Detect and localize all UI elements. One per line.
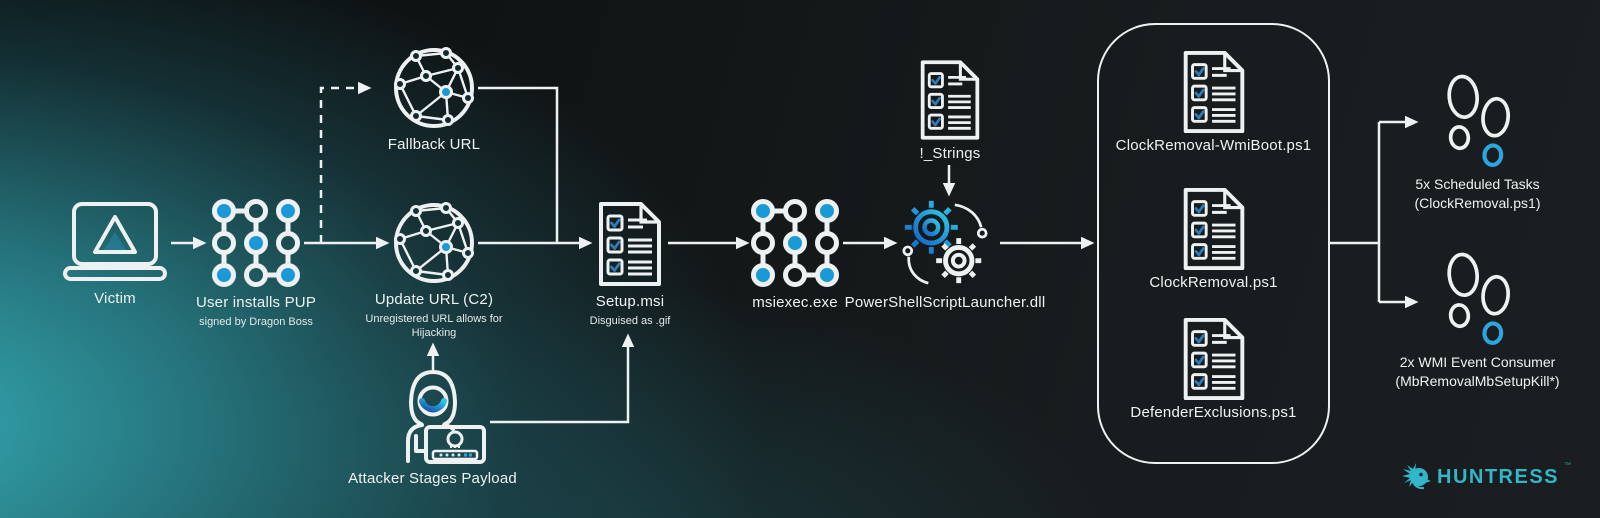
pup-label: User installs PUP	[195, 294, 317, 311]
document-checklist-icon	[1183, 187, 1244, 271]
laptop-warning-icon	[63, 202, 167, 281]
node-wmi-consumer: 2x WMI Event Consumer (MbRemovalMbSetupK…	[1385, 248, 1570, 390]
node-strings: !_Strings	[880, 58, 1020, 163]
globe-network-icon	[394, 202, 474, 283]
scheduled-tasks-label: 5x Scheduled Tasks	[1415, 176, 1540, 192]
gears-icon	[902, 200, 988, 285]
huntress-bird-icon	[1402, 463, 1431, 490]
script-label: DefenderExclusions.ps1	[1130, 404, 1297, 421]
scheduled-tasks-sublabel: (ClockRemoval.ps1)	[1414, 195, 1541, 212]
node-pup: User installs PUP signed by Dragon Boss	[176, 198, 336, 329]
update-url-label: Update URL (C2)	[374, 291, 494, 308]
node-msiexec: msiexec.exe	[715, 198, 875, 312]
document-checklist-icon	[1183, 317, 1244, 401]
script-item: ClockRemoval.ps1	[1099, 187, 1328, 292]
huntress-logo: HUNTRESS ™	[1400, 460, 1571, 494]
script-label: ClockRemoval-WmiBoot.ps1	[1115, 137, 1312, 154]
node-update-url: Update URL (C2) Unregistered URL allows …	[349, 201, 519, 341]
victim-label: Victim	[94, 290, 136, 307]
document-checklist-icon	[599, 202, 661, 286]
node-victim: Victim	[35, 202, 195, 308]
footprints-icon	[1446, 74, 1510, 167]
huntress-logo-text: HUNTRESS	[1437, 465, 1560, 488]
node-fallback-url: Fallback URL	[354, 46, 514, 154]
node-launcher: PowerShellScriptLauncher.dll	[845, 196, 1045, 312]
pup-sublabel: signed by Dragon Boss	[199, 316, 313, 328]
script-item: DefenderExclusions.ps1	[1099, 317, 1328, 422]
footprints-icon	[1446, 252, 1510, 345]
globe-network-icon	[394, 47, 474, 128]
setup-msi-label: Setup.msi	[595, 293, 665, 310]
wmi-consumer-sublabel: (MbRemovalMbSetupKill*)	[1395, 373, 1560, 390]
document-checklist-icon	[1183, 50, 1244, 134]
node-scheduled-tasks: 5x Scheduled Tasks (ClockRemoval.ps1)	[1390, 70, 1565, 212]
attacker-label: Attacker Stages Payload	[348, 470, 517, 487]
strings-label: !_Strings	[919, 145, 981, 162]
circuit-path-icon	[751, 199, 839, 287]
node-attacker: Attacker Stages Payload	[348, 368, 517, 488]
node-setup-msi: Setup.msi Disguised as .gif	[550, 201, 710, 328]
scripts-container-box: ClockRemoval-WmiBoot.ps1 ClockRemoval.ps…	[1097, 23, 1330, 464]
msiexec-label: msiexec.exe	[752, 294, 838, 311]
script-item: ClockRemoval-WmiBoot.ps1	[1099, 50, 1328, 155]
fallback-url-label: Fallback URL	[387, 136, 481, 153]
document-checklist-icon	[920, 60, 980, 140]
update-url-sublabel: Unregistered URL allows for Hijacking	[365, 313, 503, 340]
script-label: ClockRemoval.ps1	[1149, 274, 1278, 291]
hacker-icon	[405, 370, 486, 464]
huntress-trademark: ™	[1564, 462, 1572, 469]
launcher-label: PowerShellScriptLauncher.dll	[844, 294, 1046, 311]
circuit-path-icon	[212, 199, 300, 287]
wmi-consumer-label: 2x WMI Event Consumer	[1399, 354, 1556, 370]
setup-msi-sublabel: Disguised as .gif	[589, 315, 671, 327]
